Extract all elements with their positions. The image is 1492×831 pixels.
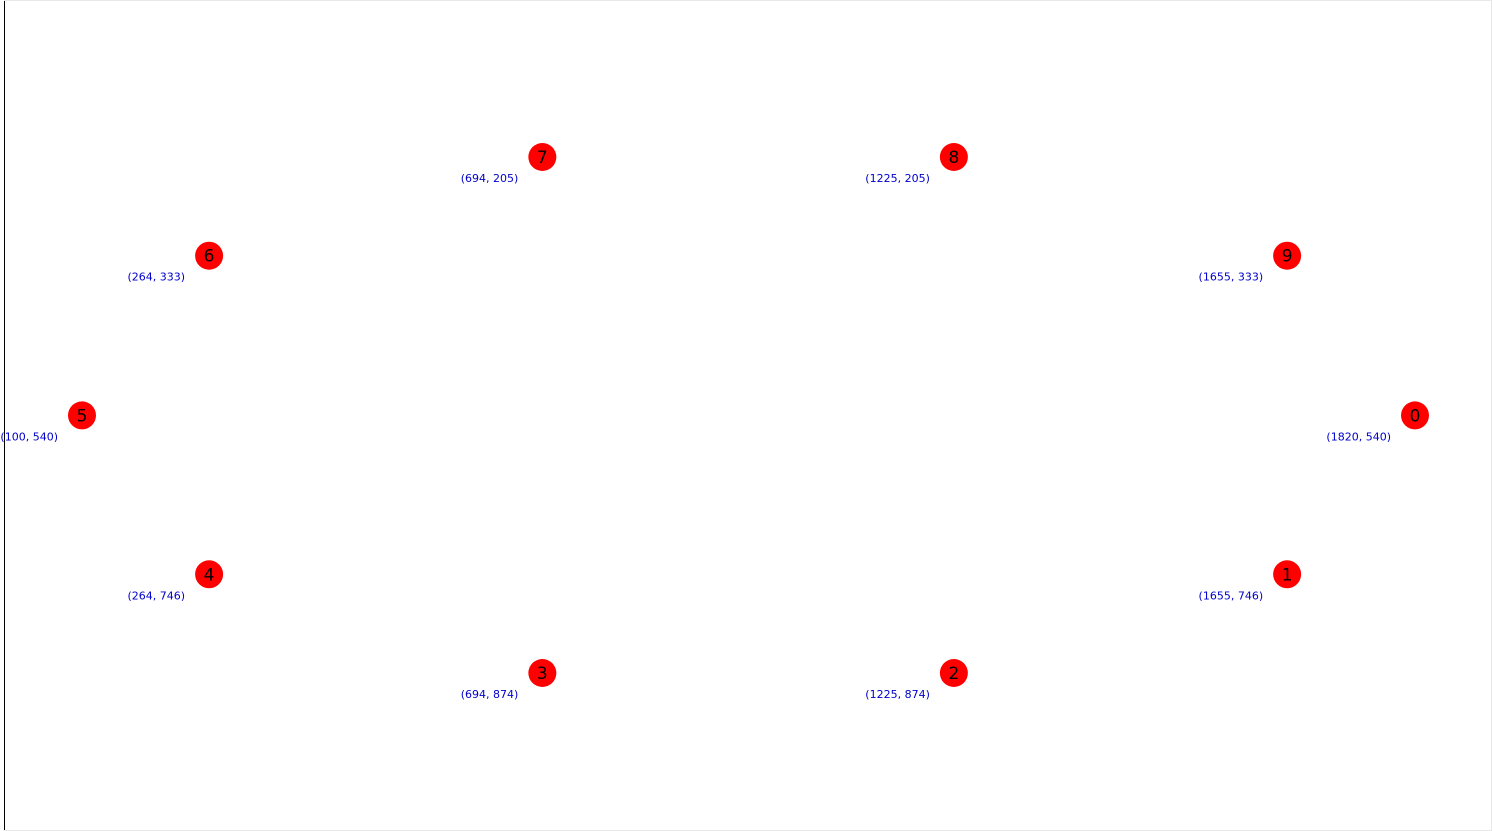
nodes-layer: 0 (1820, 540) 1 (1655, 746) 2 (1225, 874) 3 (69… xyxy=(0,143,1429,701)
node-circle[interactable] xyxy=(195,560,224,589)
node-circle[interactable] xyxy=(939,143,968,171)
node-coordinate-label: (264, 333) xyxy=(128,271,186,284)
node-label: 1 xyxy=(1282,565,1293,585)
node-coordinate-label: (264, 746) xyxy=(128,589,186,602)
node-label: 9 xyxy=(1282,247,1293,267)
node-8[interactable]: 8 (1225, 205) xyxy=(865,143,968,185)
node-label: 3 xyxy=(537,664,548,684)
node-label: 5 xyxy=(77,406,88,426)
node-0[interactable]: 0 (1820, 540) xyxy=(1326,401,1429,443)
node-coordinate-label: (1820, 540) xyxy=(1326,430,1391,443)
node-coordinate-label: (1225, 205) xyxy=(865,172,930,185)
node-coordinate-label: (1655, 333) xyxy=(1199,271,1264,284)
node-circle[interactable] xyxy=(939,659,968,687)
node-label: 8 xyxy=(948,148,959,168)
node-circle[interactable] xyxy=(68,401,96,430)
node-circle[interactable] xyxy=(528,659,557,687)
node-label: 4 xyxy=(204,565,215,585)
node-label: 2 xyxy=(948,664,959,684)
node-7[interactable]: 7 (694, 205) xyxy=(461,143,557,185)
node-5[interactable]: 5 (100, 540) xyxy=(0,401,96,443)
node-label: 0 xyxy=(1410,406,1421,426)
node-circle[interactable] xyxy=(1273,560,1302,589)
node-coordinate-label: (100, 540) xyxy=(0,430,58,443)
node-6[interactable]: 6 (264, 333) xyxy=(128,241,224,284)
node-9[interactable]: 9 (1655, 333) xyxy=(1199,241,1302,284)
node-coordinate-label: (694, 874) xyxy=(461,688,519,701)
node-coordinate-label: (1225, 874) xyxy=(865,688,930,701)
node-circle[interactable] xyxy=(195,241,224,270)
node-coordinate-label: (694, 205) xyxy=(461,172,519,185)
node-label: 6 xyxy=(204,247,215,267)
node-coordinate-label: (1655, 746) xyxy=(1199,589,1264,602)
node-circle[interactable] xyxy=(1273,241,1302,270)
node-circle[interactable] xyxy=(528,143,557,171)
node-circle[interactable] xyxy=(1401,401,1429,430)
node-3[interactable]: 3 (694, 874) xyxy=(461,659,557,701)
node-1[interactable]: 1 (1655, 746) xyxy=(1199,560,1302,602)
node-2[interactable]: 2 (1225, 874) xyxy=(865,659,968,701)
node-4[interactable]: 4 (264, 746) xyxy=(128,560,224,602)
node-label: 7 xyxy=(537,148,548,168)
